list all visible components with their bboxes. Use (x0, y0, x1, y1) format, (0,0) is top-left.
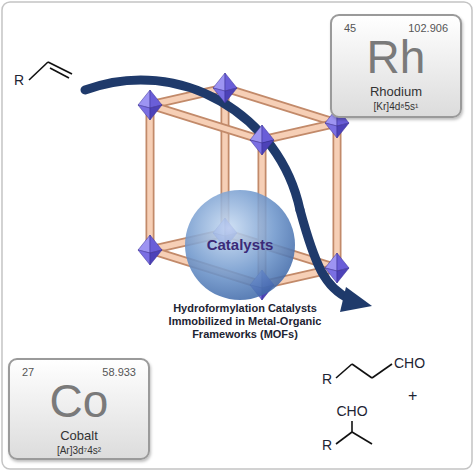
sphere-label: Catalysts (207, 237, 274, 254)
plus-sign: + (408, 386, 417, 405)
catalyst-sphere (185, 190, 295, 300)
strut (146, 105, 155, 250)
strut (334, 123, 340, 268)
octahedron (250, 140, 262, 155)
octahedron (150, 250, 162, 265)
octahedron (138, 105, 150, 120)
substituent-r: R (322, 437, 332, 454)
element-symbol: Co (50, 376, 109, 427)
electron-config: [Ar]3d⁷4s² (57, 445, 101, 456)
caption-text: Hydroformylation Catalysts Immobilized i… (160, 302, 330, 342)
aldehyde-group: CHO (394, 355, 425, 372)
reaction-arrow (300, 210, 350, 299)
octahedron (150, 105, 162, 120)
octahedron (325, 123, 337, 138)
electron-config: [Kr]4d⁸5s¹ (374, 101, 419, 112)
octahedron (213, 88, 225, 103)
strut (333, 123, 342, 268)
element-symbol: Rh (367, 32, 426, 83)
element-tile: 2758.933CoCobalt[Ar]3d⁷4s² (8, 358, 150, 460)
octahedron (138, 250, 150, 265)
reaction-arrow (85, 80, 300, 210)
strut (262, 123, 337, 140)
strut (147, 105, 153, 250)
atomic-number: 45 (344, 22, 356, 34)
element-name: Cobalt (60, 429, 98, 443)
octahedron (225, 88, 237, 103)
arrow-head (340, 287, 372, 312)
substituent-r: R (14, 72, 24, 89)
product-bonds (336, 364, 392, 444)
metal-nodes (138, 73, 349, 300)
alkene-bonds (29, 62, 72, 80)
octahedron (337, 123, 349, 138)
aldehyde-group: CHO (336, 403, 367, 420)
octahedron (262, 140, 274, 155)
catalyst-sphere-node: Catalysts (185, 190, 295, 300)
element-name: Rhodium (370, 85, 422, 99)
strut (262, 123, 337, 140)
atomic-number: 27 (22, 366, 34, 378)
octahedron (337, 268, 349, 283)
substituent-r: R (322, 371, 332, 388)
element-tile: 45102.906RhRhodium[Kr]4d⁸5s¹ (330, 14, 462, 118)
